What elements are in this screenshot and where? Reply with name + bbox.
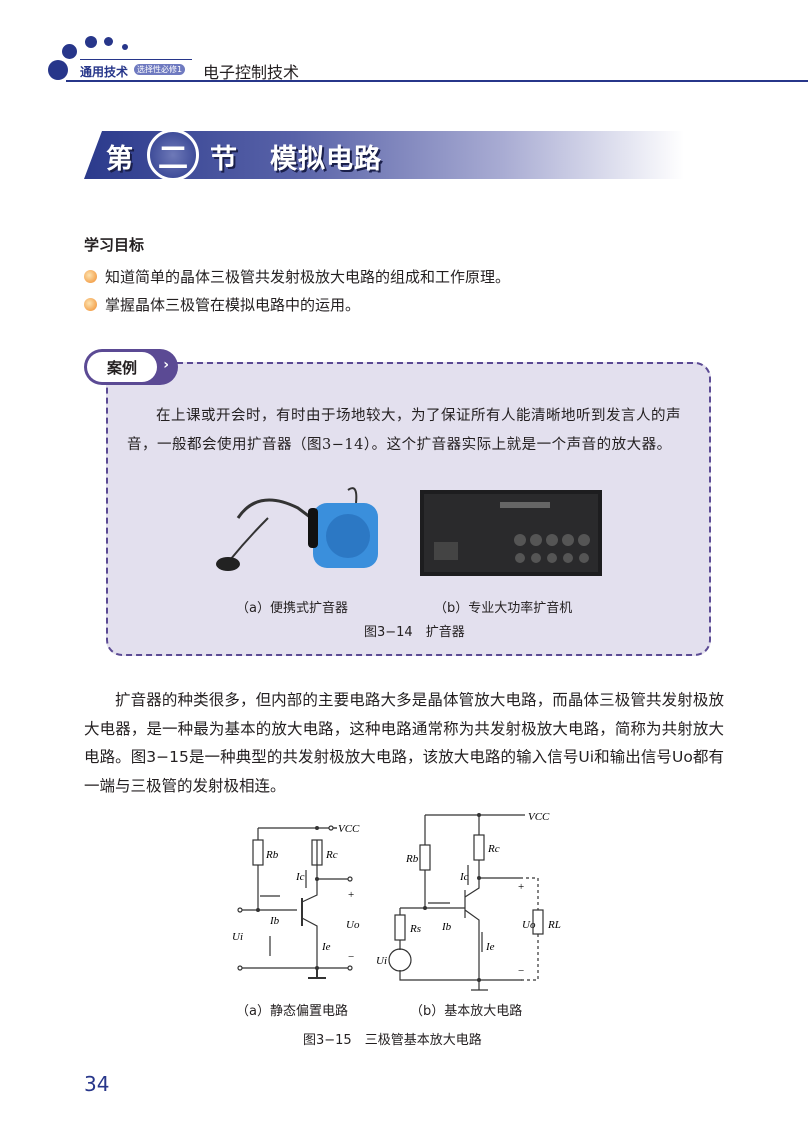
decor-dot [48, 60, 68, 80]
goals-title: 学习目标 [84, 236, 145, 254]
figure-a-caption: （a）便携式扩音器 [236, 601, 348, 616]
professional-amplifier-image [420, 490, 602, 576]
label-vcc-b: VCC [528, 811, 550, 823]
label-ui-b: Ui [376, 955, 387, 967]
label-uo-b: Uo [522, 919, 536, 931]
goal-item: 掌握晶体三极管在模拟电路中的运用。 [84, 294, 360, 315]
label-rb-b: Rb [405, 853, 419, 865]
bullet-icon [84, 270, 97, 283]
goal-text: 掌握晶体三极管在模拟电路中的运用。 [105, 296, 361, 314]
page-number: 34 [84, 1072, 110, 1096]
case-text: 在上课或开会时，有时由于场地较大，为了保证所有人能清晰地听到发言人的声音，一般都… [127, 408, 681, 453]
label-ib: Ib [269, 915, 280, 927]
circuit-a-caption: （a）静态偏置电路 [236, 1004, 348, 1019]
case-tag: 案例 › [84, 349, 178, 385]
decor-dot [85, 36, 97, 48]
header-rule [80, 59, 192, 60]
label-ie: Ie [321, 941, 331, 953]
label-minus-b: − [518, 965, 524, 977]
label-ui: Ui [232, 931, 243, 943]
label-minus: − [348, 951, 354, 963]
label-plus-b: + [518, 881, 524, 893]
section-title: 模拟电路 [270, 144, 382, 175]
section-number: 二 [147, 129, 199, 181]
book-badge: 选择性必修1 [134, 64, 186, 75]
decor-dot [62, 44, 77, 59]
goal-item: 知道简单的晶体三极管共发射极放大电路的组成和工作原理。 [84, 266, 510, 287]
label-rc: Rc [325, 849, 338, 861]
circuit-figure-caption: 图3−15 三极管基本放大电路 [303, 1033, 482, 1048]
case-box [106, 362, 711, 656]
header-rule [66, 80, 808, 82]
label-rl: RL [547, 919, 561, 931]
figure-b-caption: （b）专业大功率扩音机 [434, 601, 573, 616]
decor-dot [122, 44, 128, 50]
bullet-icon [84, 298, 97, 311]
label-ic: Ic [295, 871, 305, 883]
label-vcc: VCC [338, 823, 360, 835]
section-prefix: 第 [106, 144, 133, 175]
goal-text: 知道简单的晶体三极管共发射极放大电路的组成和工作原理。 [105, 268, 511, 286]
label-plus: + [348, 889, 354, 901]
chapter-title: 电子控制技术 [203, 63, 300, 82]
label-ib-b: Ib [441, 921, 452, 933]
decor-dot [104, 37, 113, 46]
circuit-b-caption: （b）基本放大电路 [410, 1004, 523, 1019]
chevron-right-icon: › [163, 357, 169, 373]
body-paragraph: 扩音器的种类很多，但内部的主要电路大多是晶体管放大电路，而晶体三极管共发射极放大… [84, 691, 724, 795]
circuit-diagram: VCC Rb Rc Ic Ib Ie Ui Uo + − VCC Rb Rc I… [232, 811, 561, 991]
section-suffix: 节 [210, 144, 237, 175]
book-title: 通用技术 [80, 65, 129, 79]
label-rc-b: Rc [487, 843, 500, 855]
portable-amplifier-image [216, 487, 378, 571]
case-tag-label: 案例 [87, 352, 157, 382]
label-ie-b: Ie [485, 941, 495, 953]
label-ic-b: Ic [459, 871, 469, 883]
label-rs: Rs [409, 923, 421, 935]
figure-caption: 图3−14 扩音器 [364, 625, 465, 640]
label-uo: Uo [346, 919, 360, 931]
label-rb: Rb [265, 849, 279, 861]
